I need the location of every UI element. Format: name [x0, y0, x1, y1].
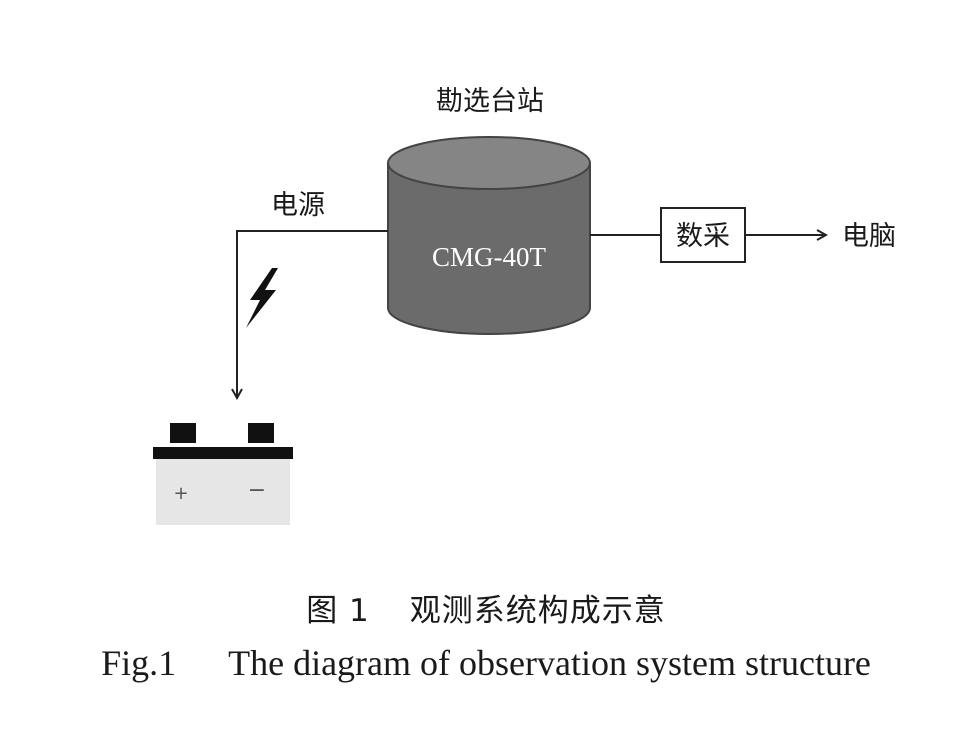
caption-en-number: Fig.1	[101, 643, 177, 683]
figure-caption-en: Fig.1 The diagram of observation system s…	[0, 642, 972, 684]
daq-box: 数采	[660, 207, 746, 263]
daq-label: 数采	[676, 221, 730, 252]
battery-plus-sign: +	[173, 483, 188, 504]
battery-minus-sign: −	[248, 478, 266, 503]
battery-icon: + −	[153, 423, 293, 525]
lightning-bolt-icon	[246, 268, 278, 328]
sensor-cylinder: CMG-40T	[387, 136, 591, 335]
computer-label: 电脑	[842, 221, 896, 252]
caption-en-text: The diagram of observation system struct…	[228, 643, 871, 683]
caption-cn-text: 观测系统构成示意	[409, 593, 666, 629]
figure-caption-cn: 图 1 观测系统构成示意	[0, 585, 972, 630]
power-line	[237, 230, 388, 398]
caption-cn-number: 图 1	[306, 593, 370, 629]
station-label: 勘选台站	[436, 86, 544, 117]
power-label: 电源	[271, 190, 325, 221]
sensor-model-label: CMG-40T	[432, 242, 547, 272]
